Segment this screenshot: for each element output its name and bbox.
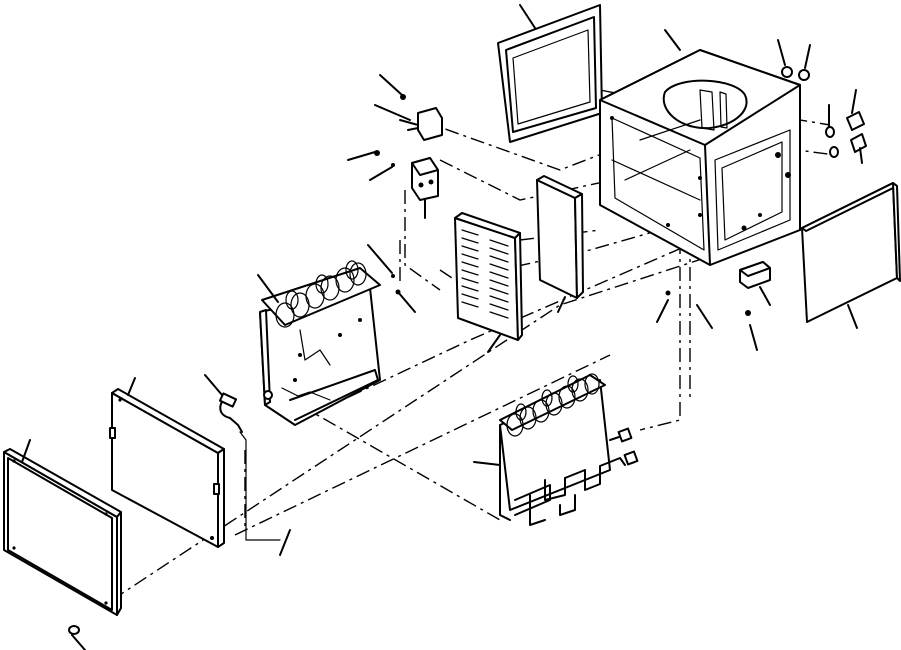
unit-housing — [599, 49, 801, 266]
relay — [665, 261, 771, 316]
callout-leaders — [21, 4, 863, 650]
evaporator-core-with-tubes — [499, 373, 639, 526]
thermostat-sensor — [218, 392, 281, 541]
solenoid-valve — [374, 94, 443, 295]
upper-case-panel — [497, 4, 603, 143]
side-cover-panel — [801, 182, 901, 323]
mounting-screw — [68, 625, 80, 635]
inner-cover-plate — [109, 388, 225, 548]
valve-block — [411, 157, 439, 216]
heater-core — [259, 260, 381, 426]
rear-cover-panel — [3, 448, 122, 616]
louvered-grille — [454, 212, 523, 341]
clip-fittings — [781, 66, 867, 158]
filter-panel — [536, 175, 584, 299]
